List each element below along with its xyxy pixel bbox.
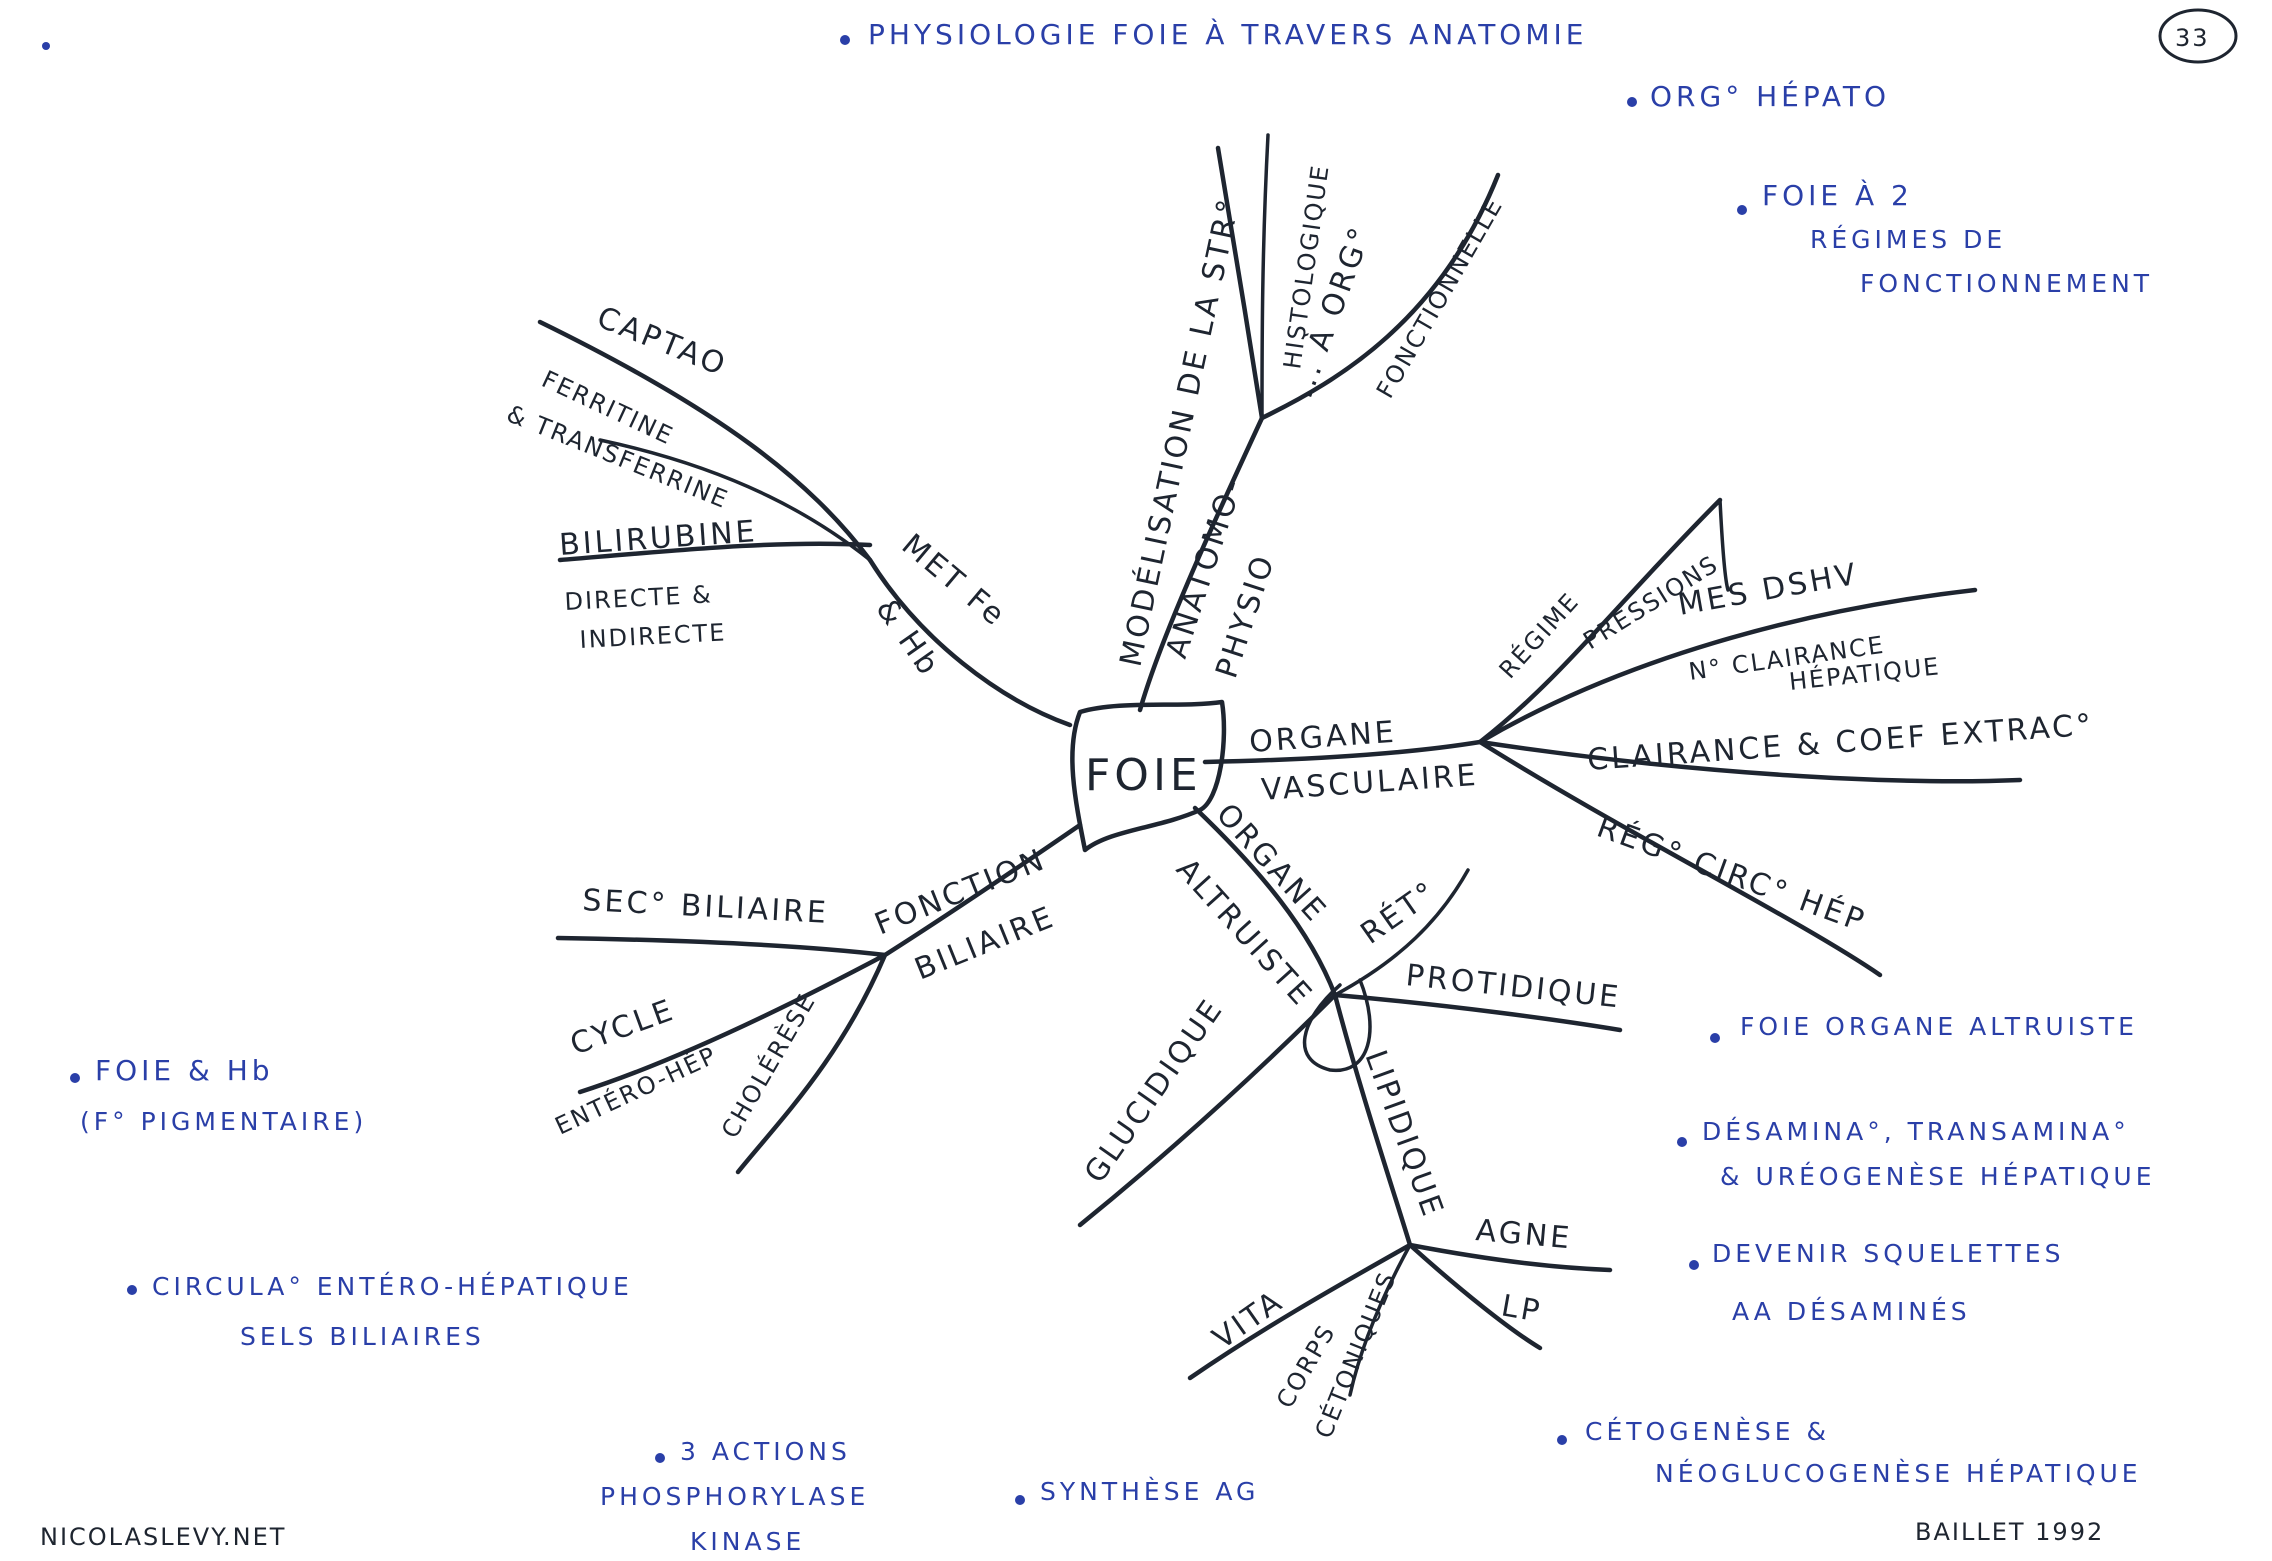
note-actions-3: KINASE [690, 1527, 805, 1556]
branch-line-corps [1348, 1243, 1412, 1397]
page-number-circle [2158, 8, 2238, 64]
directe-label-2: INDIRECTE [579, 618, 727, 654]
stray-dot-icon [42, 42, 50, 50]
vita-label: VITA [1207, 1283, 1291, 1356]
note-circulation-2: SELS BILIAIRES [240, 1322, 485, 1351]
branch-line-histologique [1260, 133, 1270, 420]
branch-vasc: ORGANE VASCULAIRE RÉGIME PRESSIONS MES D… [1248, 550, 2095, 940]
page-number: 33 [2175, 24, 2210, 52]
cycle-label-1: CYCLE [566, 992, 680, 1062]
sec-biliaire-label: SEC° BILIAIRE [582, 883, 830, 931]
note-devenir-1: DEVENIR SQUELETTES [1712, 1239, 2064, 1268]
branch-altruiste: ORGANE ALTRUISTE RÉT° PROTIDIQUE GLUCIDI… [1078, 797, 1623, 1442]
branch-line-regcirc [1477, 739, 1883, 978]
bullet-icon [655, 1453, 665, 1463]
bullet-icon [1015, 1495, 1025, 1505]
top-note: PHYSIOLOGIE FOIE À TRAVERS ANATOMIE [868, 17, 1587, 51]
bullet-icon [1627, 97, 1637, 107]
note-foie-hb-1: FOIE & Hb [95, 1054, 274, 1087]
note-regimes-1: FOIE À 2 [1762, 178, 1913, 212]
branch-line-lp [1407, 1242, 1543, 1351]
note-desamination-2: & URÉOGENÈSE HÉPATIQUE [1720, 1162, 2156, 1191]
branch-line-agne [1407, 1242, 1613, 1273]
lp-label: LP [1499, 1288, 1545, 1330]
vasc-label-2: VASCULAIRE [1260, 758, 1480, 808]
center-label: FOIE [1085, 750, 1202, 801]
branch-anatomo: ANATOMO- PHYSIO MODÉLISATION DE LA STR° … [1113, 162, 1509, 682]
bullet-icon [70, 1073, 80, 1083]
note-regimes-3: FONCTIONNEMENT [1860, 269, 2153, 298]
lipidique-label: LIPIDIQUE [1357, 1046, 1450, 1223]
branch-line-cycle [577, 952, 888, 1095]
clairance-coef-label: CLAIRANCE & COEF EXTRAC° [1586, 708, 2095, 778]
bullet-icon [1557, 1435, 1567, 1445]
branch-line-biliaire [882, 822, 1083, 958]
branch-line-sec [555, 935, 888, 958]
note-actions-1: 3 ACTIONS [680, 1437, 851, 1466]
branch-line-glucidique [1077, 992, 1338, 1228]
footer-author: BAILLET 1992 [1915, 1518, 2104, 1546]
bullet-icon [1710, 1033, 1720, 1043]
regime-label: RÉGIME [1493, 586, 1585, 684]
branch-line-clairance [1477, 739, 2023, 784]
bullet-icon [1689, 1260, 1699, 1270]
branch-lines [537, 133, 2023, 1397]
side-notes: ORG° HÉPATO FOIE À 2 RÉGIMES DE FONCTION… [70, 79, 2156, 1556]
bullet-icon [127, 1285, 137, 1295]
directe-label-1: DIRECTE & [564, 580, 714, 616]
branch-line-pressions [1718, 498, 1730, 592]
note-synthese: SYNTHÈSE AG [1040, 1477, 1259, 1506]
ret-label: RÉT° [1354, 873, 1444, 951]
captao-label: CAPTAO [592, 300, 732, 384]
bilirubine-label: BILIRUBINE [558, 514, 759, 563]
note-altruiste: FOIE ORGANE ALTRUISTE [1740, 1012, 2138, 1041]
reg-circ-label: RÉG° CIRC° HÉP [1592, 809, 1871, 940]
note-devenir-2: AA DÉSAMINÉS [1732, 1297, 1971, 1326]
branch-line-mes [1477, 587, 1978, 745]
branch-line-met [867, 557, 1073, 728]
note-regimes-2: RÉGIMES DE [1810, 225, 2006, 254]
center-node-outline [1070, 699, 1227, 853]
bullet-icon [1677, 1137, 1687, 1147]
header: PHYSIOLOGIE FOIE À TRAVERS ANATOMIE 33 [42, 8, 2238, 64]
bullet-icon [1737, 205, 1747, 215]
branch-line-protidique [1332, 992, 1623, 1033]
note-foie-hb-2: (F° PIGMENTAIRE) [80, 1107, 367, 1136]
branch-line-regime [1477, 497, 1723, 745]
cholerese-label: CHOLÉRÈSE [715, 988, 821, 1143]
branch-line-anatomo [1137, 415, 1265, 713]
branch-line-cholerese [735, 952, 888, 1175]
branch-line-vasc [1202, 739, 1483, 765]
branch-line-bilirubine [557, 541, 873, 563]
branch-line-altruiste [1192, 805, 1338, 998]
branch-line-vita [1187, 1242, 1413, 1381]
note-cetogenese-1: CÉTOGENÈSE & [1585, 1417, 1830, 1446]
footer-site: NICOLASLEVY.NET [40, 1523, 286, 1551]
branch-line-fonctionnelle [1259, 172, 1501, 421]
note-circulation-1: CIRCULA° ENTÉRO-HÉPATIQUE [152, 1272, 633, 1301]
branch-biliaire: FONCTION BILIAIRE SEC° BILIAIRE CYCLE EN… [550, 842, 1060, 1143]
bullet-icon [840, 35, 850, 45]
branch-line-modelisation [1215, 145, 1265, 421]
note-cetogenese-2: NÉOGLUCOGENÈSE HÉPATIQUE [1655, 1459, 2142, 1488]
fonctionnelle-label: FONCTIONNELLE [1371, 192, 1509, 403]
branch-line-captao [537, 319, 873, 563]
note-org-hepato: ORG° HÉPATO [1650, 79, 1890, 113]
branch-line-lipidique [1332, 992, 1413, 1248]
branch-line-ret [1333, 868, 1470, 997]
note-desamination-1: DÉSAMINA°, TRANSAMINA° [1702, 1117, 2130, 1146]
center-node: FOIE [1070, 699, 1227, 853]
note-actions-2: PHOSPHORYLASE [600, 1482, 869, 1511]
footer: NICOLASLEVY.NET BAILLET 1992 [40, 1518, 2104, 1551]
agne-label: AGNE [1474, 1213, 1573, 1256]
